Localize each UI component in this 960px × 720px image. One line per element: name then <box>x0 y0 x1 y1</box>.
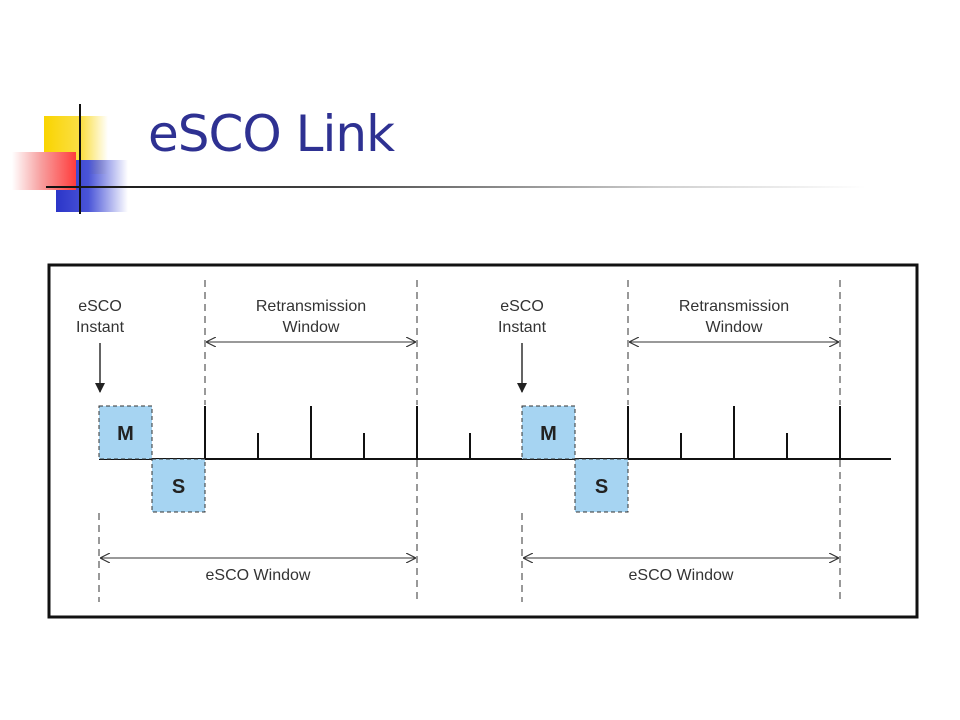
page-title: eSCO Link <box>148 105 395 163</box>
slave-slot-1 <box>151 458 206 513</box>
retrans-label-1-line1: Retransmission <box>256 298 366 315</box>
esco-instant-label-2-line2: Instant <box>498 319 547 336</box>
esco-instant-label-1-line1: eSCO <box>78 298 122 315</box>
master-slot-1 <box>98 405 153 460</box>
retrans-label-2-line2: Window <box>706 319 763 336</box>
dashed-guides <box>98 280 841 602</box>
slave-slot-2 <box>574 458 629 513</box>
deco-red-square <box>12 152 76 190</box>
title-underline <box>46 186 866 188</box>
master-slot-2-label: M <box>540 423 557 445</box>
slot-ticks <box>204 406 841 459</box>
retrans-label-1-line2: Window <box>283 319 340 336</box>
esco-instant-label-1-line2: Instant <box>76 319 125 336</box>
master-slot-2 <box>521 405 576 460</box>
deco-vertical-line <box>79 104 81 214</box>
retrans-label-2-line1: Retransmission <box>679 298 789 315</box>
master-slot-1-label: M <box>117 423 134 445</box>
esco-window-label-1: eSCO Window <box>206 567 311 584</box>
slave-slot-1-label: S <box>172 476 185 498</box>
esco-window-label-2: eSCO Window <box>629 567 734 584</box>
slave-slot-2-label: S <box>595 476 608 498</box>
esco-instant-label-2-line1: eSCO <box>500 298 544 315</box>
